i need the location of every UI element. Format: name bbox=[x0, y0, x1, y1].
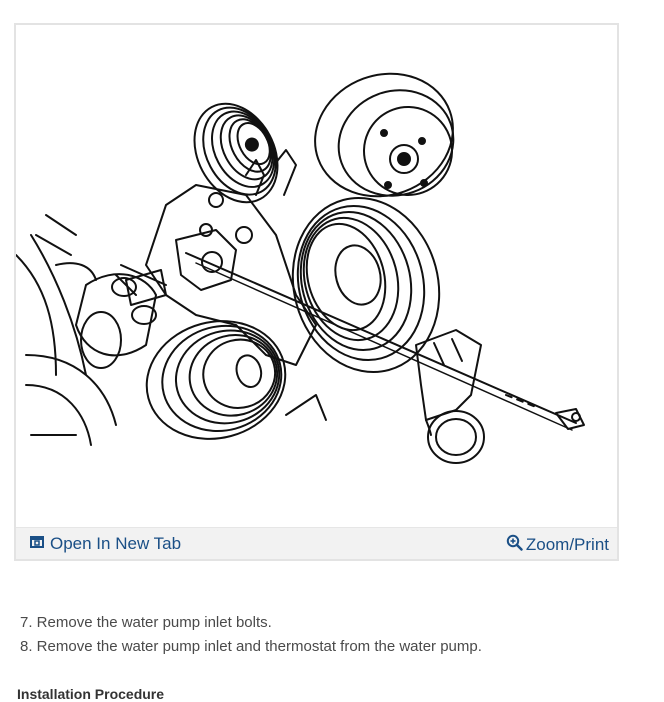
step-7: 7. Remove the water pump inlet bolts. bbox=[20, 614, 272, 631]
installation-procedure-heading: Installation Procedure bbox=[17, 686, 165, 702]
open-in-new-tab-link[interactable]: Open In New Tab bbox=[30, 534, 181, 554]
thermostat-housing bbox=[415, 329, 485, 464]
zoom-print-link[interactable]: Zoom/Print bbox=[506, 534, 609, 556]
figure-toolbar: Open In New Tab Zoom/Print bbox=[16, 527, 617, 559]
open-in-new-tab-label: Open In New Tab bbox=[50, 534, 182, 553]
open-in-new-tab-icon bbox=[30, 534, 44, 554]
figure-card: Open In New Tab Zoom/Print bbox=[14, 23, 619, 561]
top-right-pulley bbox=[314, 72, 455, 198]
step-8: 8. Remove the water pump inlet and therm… bbox=[20, 638, 482, 655]
inlet-stub bbox=[125, 269, 167, 306]
bottom-pulley bbox=[145, 320, 287, 440]
zoom-in-icon bbox=[506, 534, 523, 556]
procedure-steps: 7. Remove the water pump inlet bolts. 8.… bbox=[20, 611, 482, 659]
engine-diagram[interactable] bbox=[16, 25, 617, 527]
idler-pulley-top bbox=[193, 102, 279, 204]
inlet-bolt bbox=[185, 252, 577, 424]
zoom-print-label: Zoom/Print bbox=[525, 535, 609, 554]
middle-right-pulley bbox=[291, 196, 441, 374]
engine-block bbox=[16, 234, 117, 446]
